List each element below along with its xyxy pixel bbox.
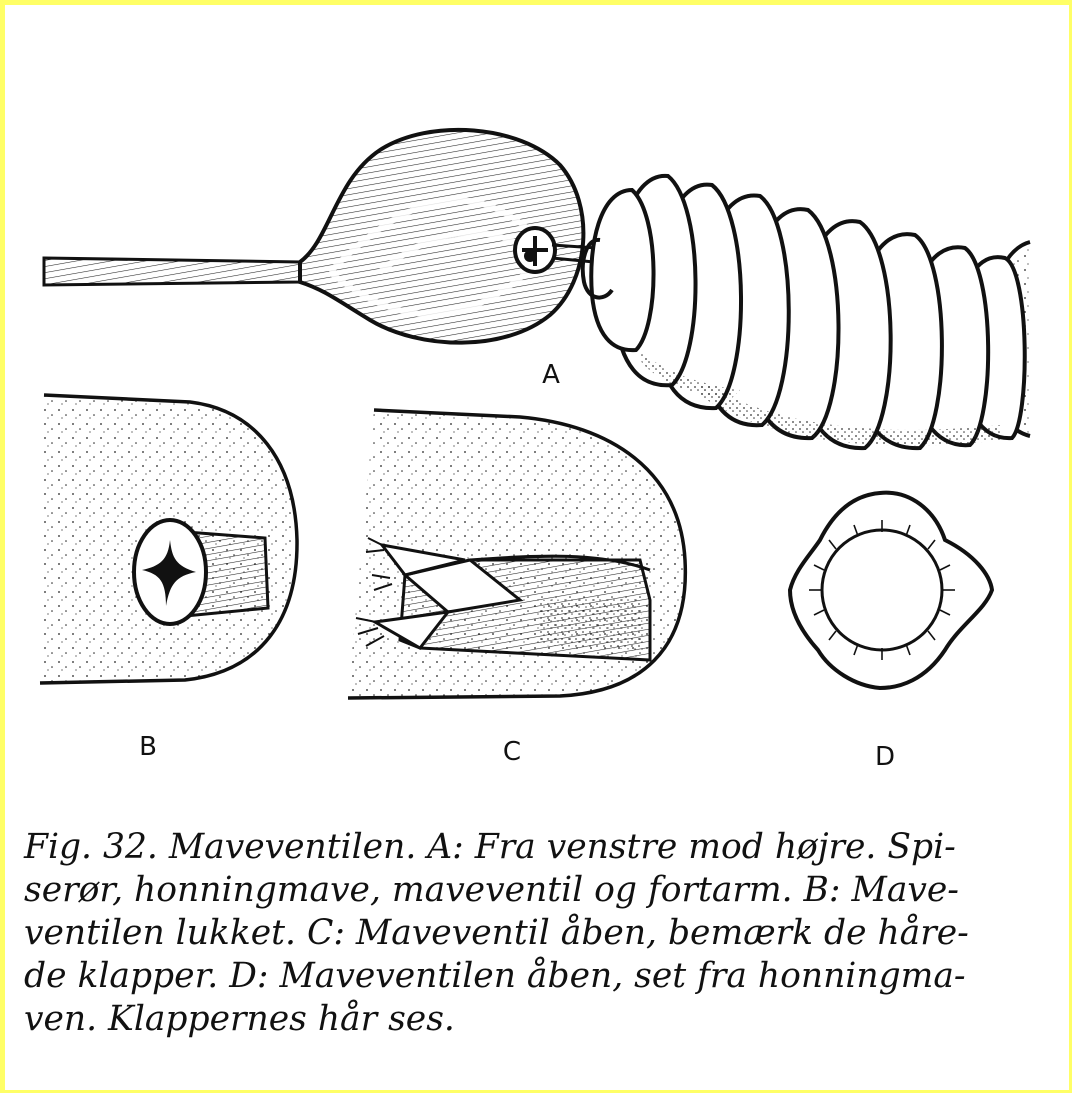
caption-line: Fig. 32. Maveventilen. A: Fra venstre mo…	[24, 826, 1034, 869]
closed-valve	[134, 520, 268, 624]
oesophagus-tube	[44, 258, 300, 285]
panel-c-drawing	[348, 410, 685, 698]
valve-knob	[515, 228, 555, 272]
panel-a-drawing	[44, 130, 1030, 448]
caption-line: ventilen lukket. C: Maveventil åben, bem…	[24, 912, 1034, 955]
figure-caption: Fig. 32. Maveventilen. A: Fra venstre mo…	[24, 826, 1034, 1041]
label-b: B	[139, 732, 157, 762]
panel-b-drawing	[40, 395, 297, 683]
label-c: C	[503, 737, 521, 767]
panel-d-drawing	[790, 493, 992, 688]
midgut-segments	[583, 176, 1030, 448]
label-d: D	[875, 742, 895, 772]
figure-illustration: A B C	[0, 0, 1072, 820]
caption-line: de klapper. D: Maveventilen åben, set fr…	[24, 955, 1034, 998]
caption-line: serør, honningmave, maveventil og fortar…	[24, 869, 1034, 912]
label-a: A	[542, 360, 560, 390]
caption-line: ven. Klappernes hår ses.	[24, 998, 1034, 1041]
